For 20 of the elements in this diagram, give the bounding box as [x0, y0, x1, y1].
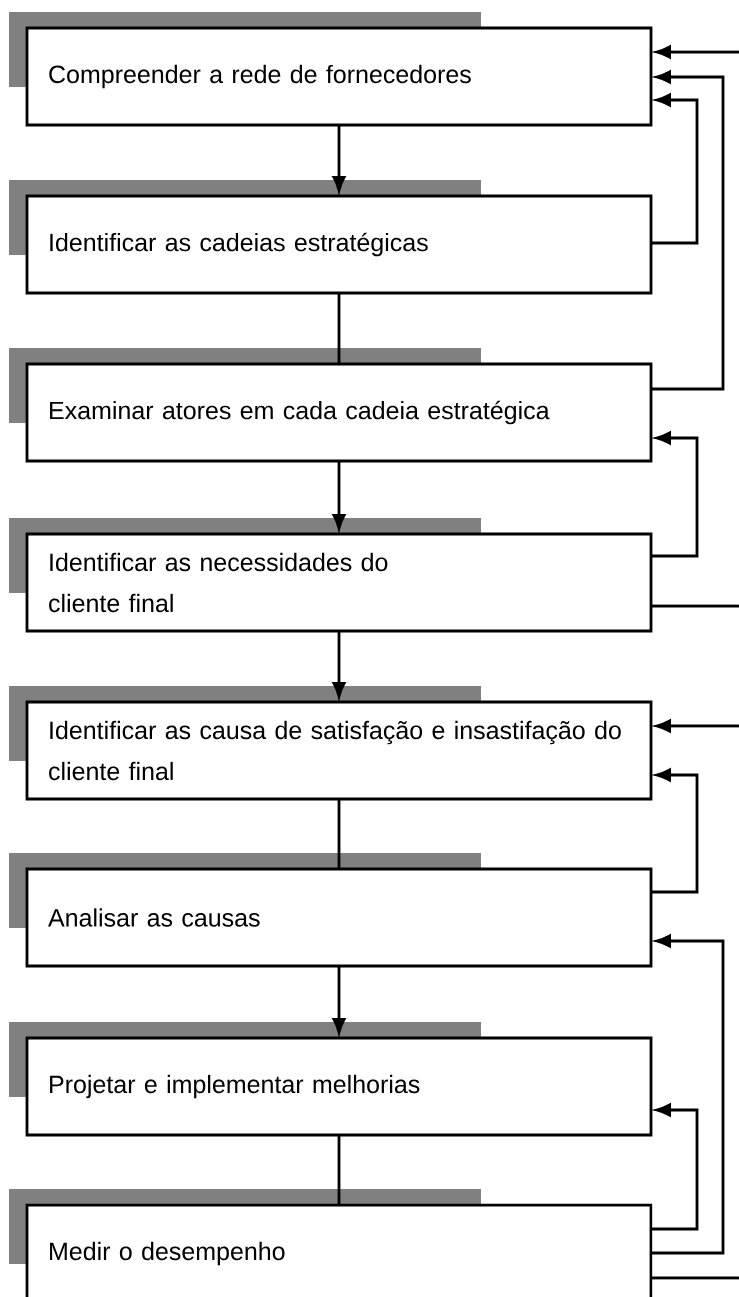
- arrow: [651, 934, 725, 1255]
- arrow: [655, 45, 739, 59]
- arrow: [651, 70, 725, 391]
- process-box: Compreender a rede de fornecedores: [25, 26, 653, 127]
- arrow: [332, 631, 346, 698]
- process-box: Medir o desempenho: [25, 1203, 653, 1297]
- process-box: Examinar atores em cada cadeia estratégica: [25, 362, 653, 463]
- arrow: [651, 93, 699, 245]
- process-box: Analisar as causas: [25, 867, 653, 968]
- process-box: Projetar e implementar melhorias: [25, 1036, 653, 1137]
- process-box: Identificar as necessidades do cliente final: [25, 532, 653, 633]
- arrow: [332, 461, 346, 530]
- arrow: [332, 966, 346, 1034]
- arrow: [651, 768, 699, 894]
- arrow: [651, 1103, 699, 1231]
- arrow: [651, 431, 699, 558]
- process-box: Identificar as cadeias estratégicas: [25, 194, 653, 295]
- process-box: Identificar as causa de satisfação e insastifação do cliente final: [25, 700, 653, 801]
- arrow: [332, 125, 346, 192]
- arrow: [655, 719, 739, 733]
